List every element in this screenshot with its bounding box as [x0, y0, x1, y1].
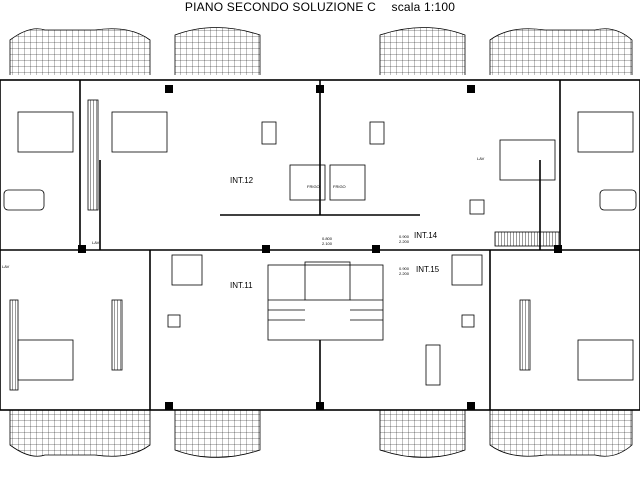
- balconies-bottom: [9, 410, 633, 458]
- door-width-label: 0.900: [399, 234, 410, 239]
- structural-columns: [78, 85, 562, 410]
- dining-tables: [167, 121, 485, 386]
- room-label-lav-1: LAV: [92, 240, 100, 245]
- balconies-top: [9, 27, 633, 75]
- room-label-frigo-left: FRIGO: [307, 184, 320, 189]
- unit-label-int15: INT.15: [416, 265, 440, 274]
- unit-label-int12: INT.12: [230, 176, 254, 185]
- drawing-title: PIANO SECONDO SOLUZIONE C scala 1:100: [0, 0, 640, 14]
- room-label-lav-3: LAV: [2, 264, 10, 269]
- unit-label-int11: INT.11: [230, 281, 253, 290]
- door-height-label-2: 2.200: [399, 271, 410, 276]
- door-width-label-2: 0.900: [399, 266, 410, 271]
- labels: INT.12 INT.11 INT.14 INT.15 FRIGO FRIGO …: [2, 156, 485, 290]
- bathtubs: [3, 189, 637, 211]
- scale-label: scala 1:100: [391, 0, 456, 14]
- unit-label-int14: INT.14: [414, 231, 438, 240]
- beds: [17, 111, 634, 381]
- window-height-label: 2.100: [322, 241, 333, 246]
- room-label-frigo-right: FRIGO: [333, 184, 346, 189]
- room-label-lav-2: LAV: [477, 156, 485, 161]
- wardrobes: [9, 99, 561, 391]
- stair-core: [171, 164, 483, 341]
- window-width-label: 0.800: [322, 236, 333, 241]
- door-height-label: 2.200: [399, 239, 410, 244]
- plan-title: PIANO SECONDO SOLUZIONE C: [184, 0, 376, 14]
